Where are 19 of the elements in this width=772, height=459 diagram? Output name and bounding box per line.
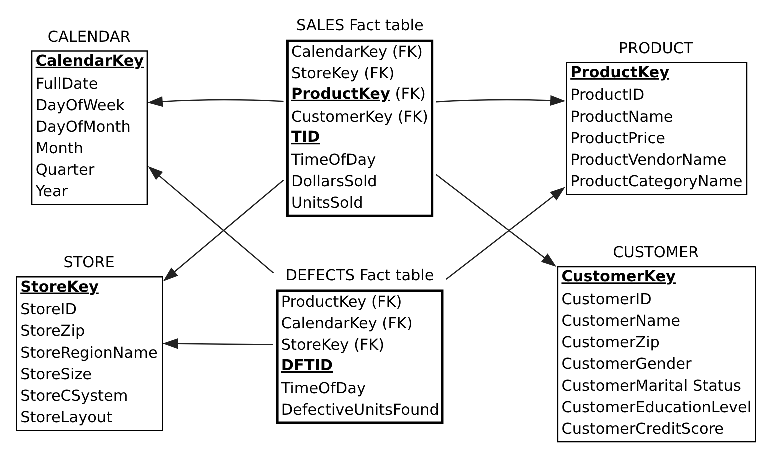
arrow — [148, 166, 274, 274]
node-label: SALES Fact table — [296, 16, 424, 34]
node-box: ProductKey ProductID ProductName ProductPrice ProductVendorName ProductCategoryName — [566, 62, 748, 196]
node-box: ProductKey (FK) CalendarKey (FK) StoreKey (FK) DFTID TimeOfDay DefectiveUnitsFound — [276, 290, 444, 424]
arrow — [162, 338, 274, 350]
node-label: CALENDAR — [48, 28, 131, 46]
arrow — [446, 187, 566, 280]
node-label: DEFECTS Fact table — [286, 266, 434, 284]
node-box: CustomerKey CustomerID CustomerName CustomerZip CustomerGender CustomerMarital Status CustomerEducationLevel CustomerCreditScore — [557, 266, 756, 443]
node-label: STORE — [64, 254, 115, 272]
arrow — [436, 174, 557, 268]
arrow — [436, 95, 566, 106]
node-box: CalendarKey FullDate DayOfWeek DayOfMonth Month Quarter Year — [31, 50, 148, 206]
arrow — [148, 96, 284, 108]
node-label: CUSTOMER — [613, 244, 700, 262]
node-box: CalendarKey (FK) StoreKey (FK) ProductKey (FK) CustomerKey (FK) TID TimeOfDay DollarsSold UnitsSold — [286, 40, 434, 218]
node-box: StoreKey StoreID StoreZip StoreRegionName StoreSize StoreCSystem StoreLayout — [16, 276, 164, 432]
node-label: PRODUCT — [618, 39, 694, 58]
arrow — [163, 180, 284, 282]
